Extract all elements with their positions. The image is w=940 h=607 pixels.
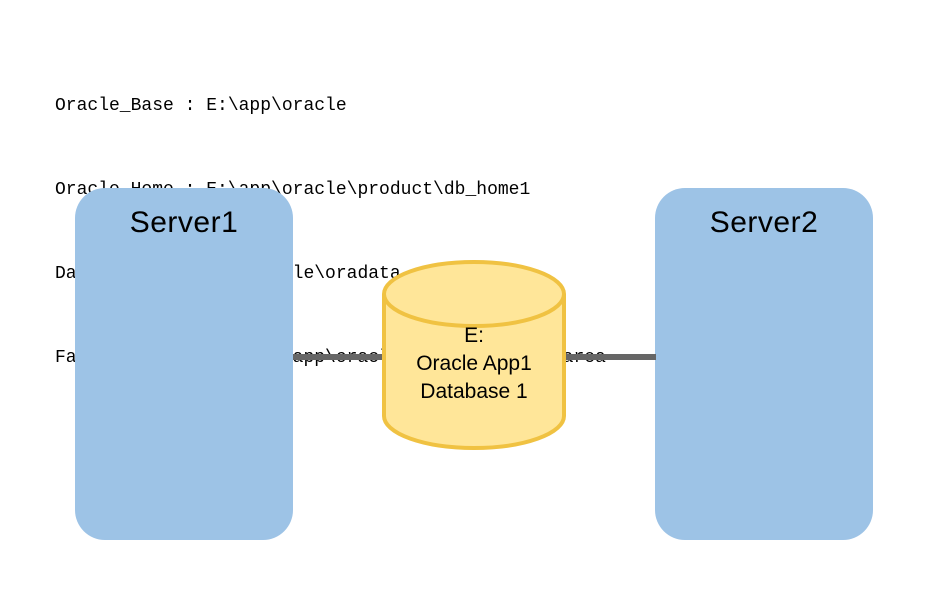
server2-label: Server2 bbox=[709, 206, 819, 239]
server1-label: Server1 bbox=[129, 206, 239, 239]
cylinder-top bbox=[382, 260, 566, 328]
server1-node: Server1 bbox=[75, 188, 293, 540]
connector-database-to-server2 bbox=[564, 354, 656, 360]
database-label: E: Oracle App1 Database 1 bbox=[382, 322, 566, 406]
config-line-oracle-base: Oracle_Base : E:\app\oracle bbox=[55, 96, 347, 116]
database-label-app: Oracle App1 bbox=[416, 352, 532, 375]
database-cylinder-icon bbox=[382, 260, 566, 450]
database-cylinder-node: E: Oracle App1 Database 1 bbox=[382, 260, 566, 452]
cylinder-body bbox=[382, 294, 566, 450]
database-label-db: Database 1 bbox=[420, 380, 528, 403]
database-label-drive: E: bbox=[464, 324, 484, 347]
server2-node: Server2 bbox=[655, 188, 873, 540]
connector-server1-to-database bbox=[293, 354, 384, 360]
